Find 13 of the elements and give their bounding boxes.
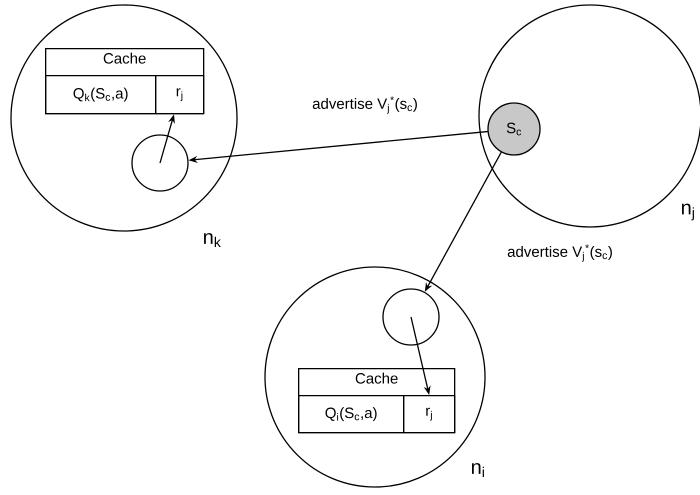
small-circle [131, 134, 189, 192]
edge-label: advertise V$_{j}$$^{*}$(s$_{c}$) [311, 95, 419, 115]
table-cell: Q$_{k}$(S$_{c}$,a) [45, 75, 156, 114]
node-label: n$_{i}$ [472, 463, 484, 477]
small-circle [382, 288, 440, 346]
node-circle [10, 4, 238, 232]
node-label: n$_{j}$ [682, 204, 694, 220]
table-cell: r$_{j}$ [403, 395, 456, 434]
edge-label: advertise V$_{j}$$^{*}$(s$_{c}$) [506, 243, 614, 263]
table-cell: r$_{j}$ [155, 75, 204, 114]
node-label: n$_{k}$ [204, 233, 221, 247]
table-cell: Q$_{i}$(S$_{c}$,a) [298, 395, 404, 434]
node-circle [264, 266, 486, 488]
